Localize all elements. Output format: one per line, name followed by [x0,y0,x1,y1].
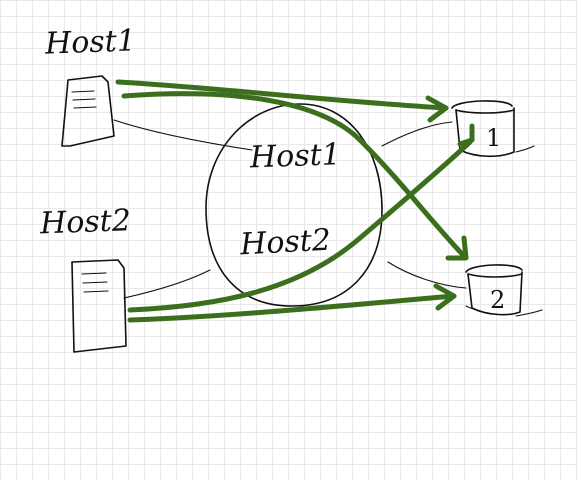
host2-server-icon [71,259,127,353]
arrow-host1-to-disk1 [115,79,449,111]
host1-server-icon [61,75,115,147]
arrow-host2-to-disk1 [127,139,473,313]
green-arrows [115,79,475,323]
disk-2-label: 2 [490,286,505,314]
virtual-host-circle [205,103,383,307]
arrow-host1-to-disk2 [121,91,467,259]
host1-label: Host1 [44,23,137,61]
disk-2-icon [465,264,523,316]
thin-connectors [113,119,543,317]
host2-label: Host2 [39,203,132,241]
arrow-host2-to-disk2 [127,293,457,323]
circle-host1-label: Host1 [248,137,341,175]
disk-1-label: 1 [486,124,501,152]
circle-host2-label: Host2 [238,223,331,263]
